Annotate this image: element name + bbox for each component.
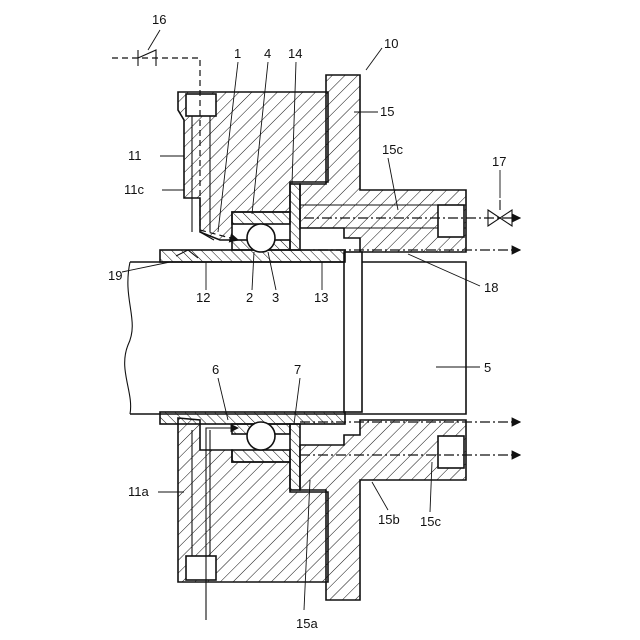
spacer-lower [290,424,300,490]
bearing-lower [232,422,290,462]
label-15c-bottom: 15c [420,514,441,529]
needle-valve-icon [488,200,512,226]
spacer-upper [290,184,300,250]
label-2: 2 [246,290,253,305]
label-18: 18 [484,280,498,295]
label-19: 19 [108,268,122,283]
label-4: 4 [264,46,271,61]
label-11: 11 [128,148,142,163]
label-12: 12 [196,290,210,305]
label-15a: 15a [296,616,318,631]
bearing-upper [232,212,290,252]
label-15: 15 [380,104,394,119]
label-17: 17 [492,154,506,169]
label-7: 7 [294,362,301,377]
label-13: 13 [314,290,328,305]
label-15c-top: 15c [382,142,403,157]
label-14: 14 [288,46,302,61]
label-11c: 11c [124,182,144,197]
label-6: 6 [212,362,219,377]
shaft [125,252,466,414]
label-1: 1 [234,46,241,61]
label-11a: 11a [128,484,149,499]
label-15b: 15b [378,512,400,527]
label-5: 5 [484,360,491,375]
label-10: 10 [384,36,398,51]
label-3: 3 [272,290,279,305]
label-16: 16 [152,12,166,27]
